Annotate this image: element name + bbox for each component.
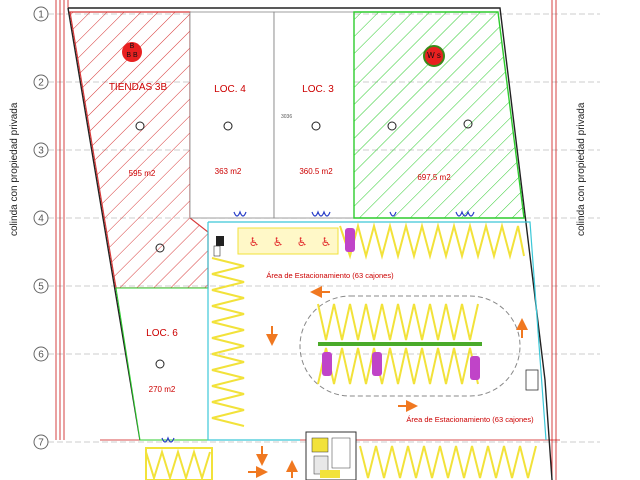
svg-text:7: 7 [38,438,44,449]
lot-area: 270 m2 [149,385,176,394]
parking-label-top: Área de Estacionamiento (63 cajones) [266,271,394,280]
side-label-right: colinda con propiedad privada [576,102,587,236]
svg-text:B: B [130,43,135,50]
grid-axis-3: 3 [33,142,49,158]
svg-text:3: 3 [38,146,44,157]
car-icon [372,352,382,376]
lot-loc-3[interactable]: 3036 LOC. 3 360.5 m2 [273,11,355,219]
lot-walmart[interactable]: W s 697.5 m2 [353,11,525,219]
column-mark [216,236,224,246]
parking-wall [207,221,547,441]
svg-text:3036: 3036 [281,114,292,120]
site-boundary [68,7,553,480]
car-icon [345,228,355,252]
grid-axis-5: 5 [33,278,49,294]
svg-text:5: 5 [38,282,44,293]
lot-loc-4[interactable]: LOC. 4 363 m2 [189,11,275,219]
accessible-stalls: ♿ ♿ ♿ ♿ [237,227,339,255]
marker-icon [423,45,445,67]
parking-row-bottom [145,445,537,480]
svg-text:1: 1 [38,10,44,21]
lot-name: TIENDAS 3B [109,82,168,93]
lot-name: LOC. 3 [302,84,334,95]
grid-axis-7: 7 [33,434,49,450]
lot-name: LOC. 6 [146,328,178,339]
car-icon [470,356,480,380]
lot-tiendas-3b[interactable]: B B B TIENDAS 3B 595 m2 [69,11,209,289]
svg-text:♿: ♿ [249,235,260,249]
parking-column-left [211,257,245,427]
grid-axis-2: 2 [33,74,49,90]
parking-island [299,295,521,397]
side-label-left: colinda con propiedad privada [9,102,20,236]
grid-axis-4: 4 [33,210,49,226]
lot-name: LOC. 4 [214,84,246,95]
lot-loc-6[interactable]: LOC. 6 270 m2 [115,287,209,441]
lot-area: 363 m2 [215,167,242,176]
gate-box [525,369,539,391]
lot-area: 360.5 m2 [299,167,333,176]
svg-text:2: 2 [38,78,44,89]
svg-text:W s: W s [427,51,441,60]
property-lines [55,0,560,480]
svg-text:4: 4 [38,214,44,225]
svg-text:♿: ♿ [297,235,308,249]
svg-text:♿: ♿ [321,235,332,249]
blue-markers [161,210,475,443]
svg-text:B B: B B [126,52,138,59]
marker-icon [122,42,142,62]
parking-label-bottom: Área de Estacionamiento (63 cajones) [406,415,534,424]
grid-axis-1: 1 [33,6,49,22]
parking-row-top [339,222,525,260]
grid-axis-6: 6 [33,346,49,362]
traffic-arrows [248,286,528,478]
svg-text:6: 6 [38,350,44,361]
grid-axis-bubbles: 1 2 3 4 5 6 7 [33,6,49,450]
svg-text:♿: ♿ [273,235,284,249]
service-block [305,431,357,480]
car-icon [322,352,332,376]
lot-area: 697.5 m2 [417,173,451,182]
lot-area: 595 m2 [129,169,156,178]
